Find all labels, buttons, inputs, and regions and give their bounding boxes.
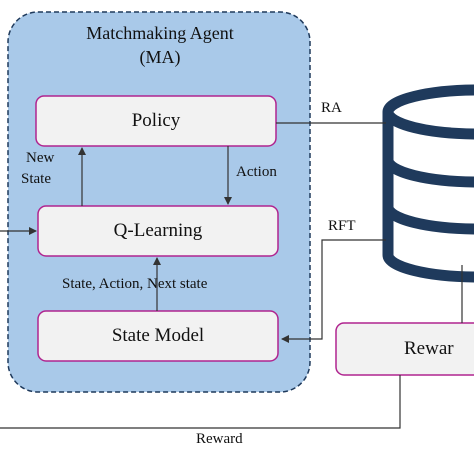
q-learning-label: Q-Learning (113, 220, 203, 241)
reward-box (335, 322, 474, 376)
database-icon (382, 84, 474, 283)
new-state-label-line2: State (21, 171, 51, 187)
agent-title: Matchmaking Agent (86, 23, 234, 43)
state-model-label: State Model (111, 325, 205, 346)
policy-box (35, 95, 277, 147)
reward-label: Rewar (404, 338, 454, 359)
agent-abbreviation: (MA) (139, 47, 181, 67)
state-action-next-label: State, Action, Next state (62, 276, 208, 292)
reward-feedback-line (0, 375, 401, 429)
q-learning-box (37, 205, 279, 257)
reward-edge-label: Reward (196, 431, 243, 447)
action-label: Action (236, 164, 277, 180)
rft-label: RFT (328, 218, 356, 234)
policy-label: Policy (131, 110, 181, 131)
new-state-label-line1: New (26, 150, 55, 166)
ra-label: RA (321, 100, 342, 116)
state-model-box (37, 310, 279, 362)
rft-connector (281, 239, 386, 343)
